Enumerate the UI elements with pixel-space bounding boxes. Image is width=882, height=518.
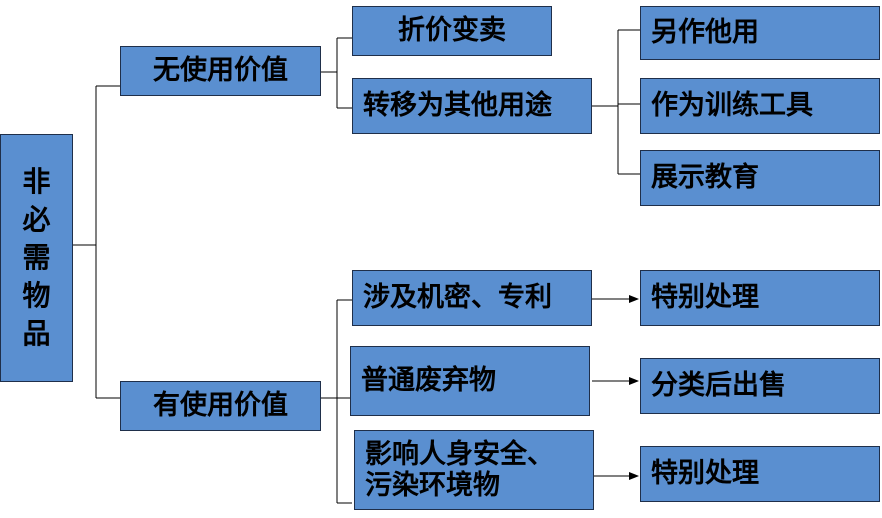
node-label: 有使用价值 (153, 390, 288, 422)
node-has-value: 有使用价值 (120, 381, 321, 431)
root-char: 必 (22, 202, 51, 236)
node-label-line: 影响人身安全、 (365, 438, 554, 470)
node-training-tool: 作为训练工具 (640, 78, 880, 134)
node-confidential-patent: 涉及机密、专利 (352, 270, 592, 326)
node-label: 折价变卖 (398, 15, 506, 47)
node-label: 转移为其他用途 (363, 90, 552, 122)
node-discount-sale: 折价变卖 (352, 6, 552, 56)
node-hazardous-waste: 影响人身安全、 污染环境物 (354, 430, 594, 510)
node-special-handling-2: 特别处理 (640, 446, 880, 502)
node-label: 普通废弃物 (361, 365, 496, 397)
root-char: 品 (22, 317, 51, 351)
node-sort-and-sell: 分类后出售 (640, 358, 880, 414)
root-char: 物 (22, 279, 51, 313)
node-label: 展示教育 (651, 162, 759, 194)
node-label: 无使用价值 (153, 55, 288, 87)
node-display-education: 展示教育 (640, 150, 880, 206)
node-no-value: 无使用价值 (120, 46, 321, 96)
node-label: 作为训练工具 (651, 90, 813, 122)
node-label: 分类后出售 (651, 370, 786, 402)
node-special-handling-1: 特别处理 (640, 270, 880, 326)
node-ordinary-waste: 普通废弃物 (350, 346, 590, 416)
node-label-line: 污染环境物 (365, 470, 500, 501)
node-label: 特别处理 (651, 458, 759, 490)
root-char: 需 (22, 240, 51, 274)
node-label: 涉及机密、专利 (363, 282, 552, 314)
root-char: 非 (22, 164, 51, 198)
node-other-use: 另作他用 (640, 6, 880, 60)
node-label: 另作他用 (651, 17, 759, 49)
node-transfer-use: 转移为其他用途 (352, 78, 592, 134)
root-node: 非 必 需 物 品 (0, 134, 73, 382)
node-label: 特别处理 (651, 282, 759, 314)
